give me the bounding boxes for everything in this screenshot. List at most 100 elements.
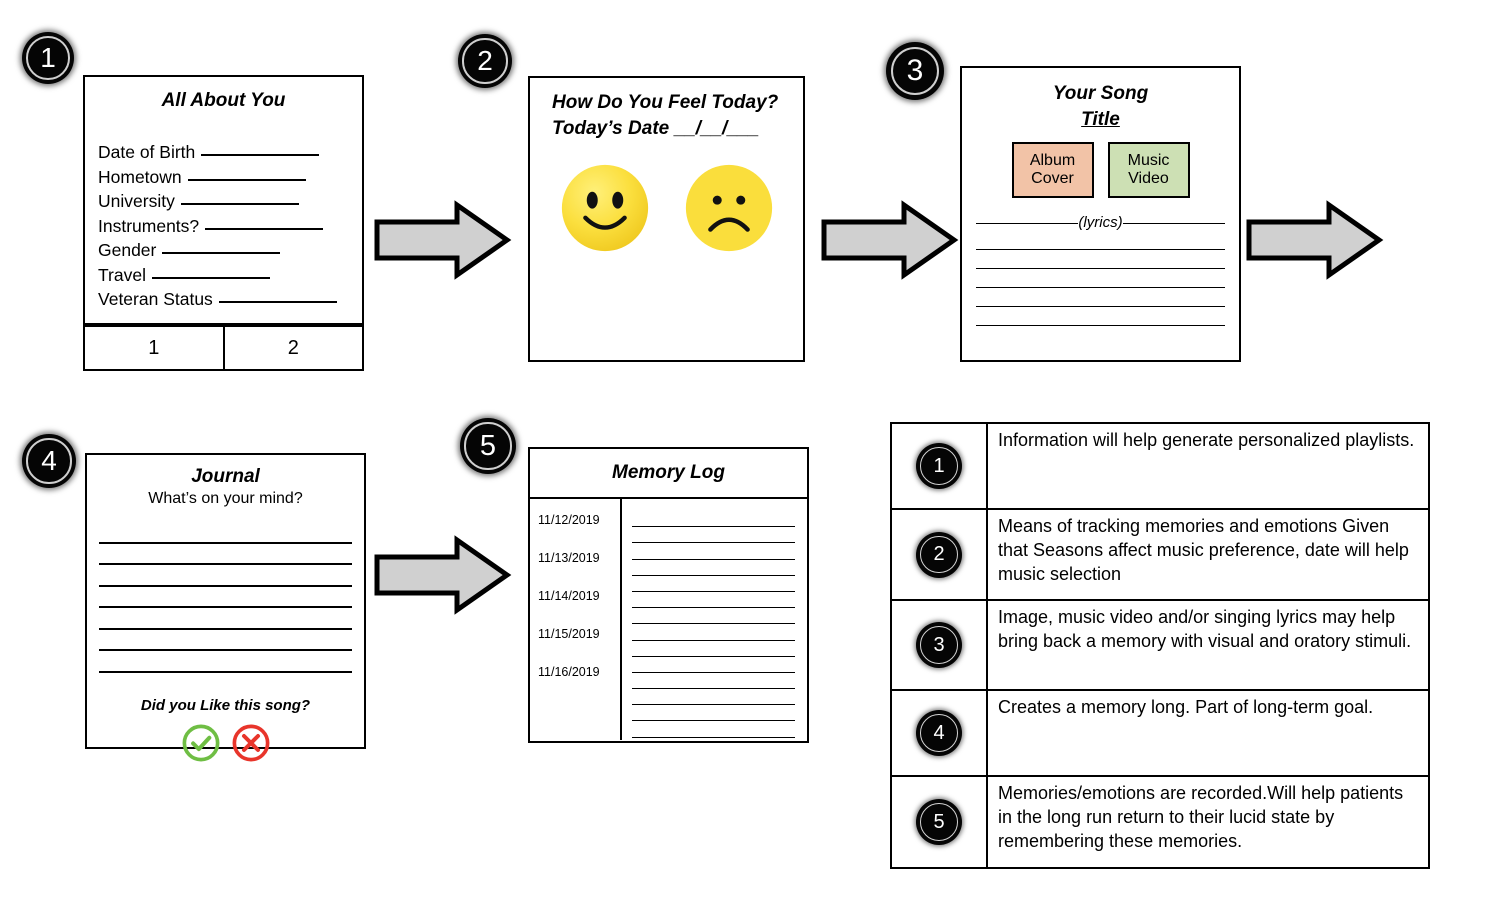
field-label: Travel	[98, 264, 146, 285]
legend-badge-5: 5	[916, 799, 962, 845]
legend-table: 1 Information will help generate persona…	[890, 422, 1430, 869]
song-media-row: Album Cover Music Video	[962, 142, 1239, 199]
legend-row: 5 Memories/emotions are recorded.Will he…	[892, 777, 1428, 867]
memory-log-line[interactable]	[632, 641, 795, 657]
memory-log-line[interactable]	[632, 624, 795, 641]
journal-line[interactable]	[99, 651, 352, 673]
how-do-you-feel-heading: How Do You Feel Today? Today’s Date __/_…	[530, 78, 803, 141]
field-blank-input[interactable]	[180, 203, 299, 205]
memory-log-line[interactable]	[632, 576, 795, 592]
journal-lines	[87, 522, 364, 673]
field-blank-input[interactable]	[218, 301, 337, 303]
memory-log-line[interactable]	[632, 592, 795, 609]
memory-log-line[interactable]	[632, 689, 795, 706]
legend-badge-2: 2	[916, 531, 962, 578]
memory-log-date[interactable]: 11/13/2019	[538, 551, 600, 565]
memory-log-line[interactable]	[632, 560, 795, 576]
lyrics-blank-right[interactable]	[1122, 223, 1225, 225]
feel-question: How Do You Feel Today?	[552, 92, 779, 113]
memory-log-line[interactable]	[632, 543, 795, 560]
step-badge-4: 4	[22, 434, 76, 488]
memory-log-date[interactable]: 11/16/2019	[538, 665, 600, 679]
field-label: Hometown	[98, 166, 182, 187]
memory-log-line[interactable]	[632, 608, 795, 625]
music-video-box[interactable]: Music Video	[1107, 142, 1190, 199]
step-badge-5-number: 5	[479, 429, 497, 462]
legend-badge-4: 4	[916, 710, 962, 756]
like-yes-check-icon[interactable]	[180, 722, 222, 769]
form-row: Date of Birth	[98, 142, 362, 167]
journal-line[interactable]	[99, 565, 352, 587]
all-about-you-fields: Date of Birth Hometown University Instru…	[85, 142, 362, 314]
journal-like-question: Did you Like this song?	[140, 696, 311, 714]
legend-number-cell: 5	[892, 777, 988, 867]
lyrics-area: (lyrics)	[962, 214, 1239, 327]
field-blank-input[interactable]	[205, 227, 324, 230]
field-blank-input[interactable]	[162, 252, 281, 254]
lyric-line[interactable]	[976, 250, 1225, 270]
memory-log-line[interactable]	[632, 657, 795, 673]
memory-log-line[interactable]	[632, 721, 795, 738]
field-label: Gender	[98, 240, 157, 260]
lyric-line[interactable]	[976, 231, 1225, 251]
memory-log-date[interactable]: 11/12/2019	[538, 513, 600, 527]
lyric-line[interactable]	[976, 288, 1225, 308]
step-badge-1-number: 1	[40, 42, 56, 73]
field-label: Veteran Status	[98, 289, 213, 309]
legend-badge-3-number: 3	[933, 633, 945, 656]
field-blank-input[interactable]	[151, 276, 270, 279]
journal-like-buttons	[87, 722, 364, 769]
legend-row: 3 Image, music video and/or singing lyri…	[892, 601, 1428, 691]
journal-line[interactable]	[99, 587, 352, 608]
form-row: Hometown	[98, 167, 362, 192]
lyrics-header-line: (lyrics)	[976, 214, 1225, 231]
journal-line[interactable]	[99, 544, 352, 565]
footer-page-2[interactable]: 2	[222, 325, 364, 371]
field-label: Date of Birth	[98, 142, 196, 162]
happy-face-icon[interactable]	[556, 159, 654, 262]
form-row: University	[98, 191, 362, 216]
album-cover-box[interactable]: Album Cover	[1011, 142, 1094, 199]
card-all-about-you-title: All About You	[161, 90, 286, 111]
memory-log-date[interactable]: 11/14/2019	[538, 589, 600, 603]
journal-title: Journal	[191, 466, 260, 487]
your-song-title-line-2[interactable]: Title	[1081, 108, 1120, 130]
footer-page-1[interactable]: 1	[83, 325, 225, 371]
card-how-do-you-feel: How Do You Feel Today? Today’s Date __/_…	[528, 76, 805, 362]
legend-badge-4-number: 4	[933, 721, 945, 744]
journal-line[interactable]	[99, 522, 352, 544]
feel-date-line[interactable]: Today’s Date __/__/___	[552, 117, 760, 139]
field-blank-input[interactable]	[201, 154, 320, 156]
legend-badge-3: 3	[916, 622, 962, 668]
journal-line[interactable]	[99, 630, 352, 651]
card-journal: Journal What’s on your mind? Did you Lik…	[85, 453, 366, 761]
step-badge-2: 2	[458, 34, 512, 88]
all-about-you-footer: 1 2	[83, 323, 364, 371]
memory-log-line[interactable]	[632, 527, 795, 544]
legend-number-cell: 2	[892, 510, 988, 599]
memory-log-line[interactable]	[632, 705, 795, 722]
memory-log-line[interactable]	[632, 511, 795, 528]
like-no-cross-icon[interactable]	[230, 722, 272, 769]
album-cover-label-1: Album	[1029, 151, 1076, 169]
lyric-line[interactable]	[976, 269, 1225, 289]
your-song-title-line-1: Your Song	[1052, 83, 1149, 104]
journal-line[interactable]	[99, 608, 352, 630]
step-badge-2-number: 2	[477, 45, 493, 76]
step-badge-1: 1	[22, 32, 74, 84]
arrow-journal-to-memory	[373, 535, 513, 615]
lyric-line[interactable]	[976, 307, 1225, 327]
sad-face-icon[interactable]	[680, 159, 778, 262]
legend-badge-2-number: 2	[933, 543, 945, 565]
memory-log-entry-lines	[622, 499, 807, 740]
memory-log-date[interactable]: 11/15/2019	[538, 627, 600, 641]
legend-number-cell: 4	[892, 691, 988, 775]
lyrics-blank-left[interactable]	[976, 223, 1079, 225]
memory-log-body: 11/12/2019 11/13/2019 11/14/2019 11/15/2…	[530, 499, 807, 740]
legend-number-cell: 3	[892, 601, 988, 689]
memory-log-line[interactable]	[632, 673, 795, 690]
form-row: Travel	[98, 265, 362, 290]
form-row: Instruments?	[98, 216, 362, 241]
field-blank-input[interactable]	[187, 178, 306, 181]
legend-description: Memories/emotions are recorded.Will help…	[998, 783, 1404, 851]
